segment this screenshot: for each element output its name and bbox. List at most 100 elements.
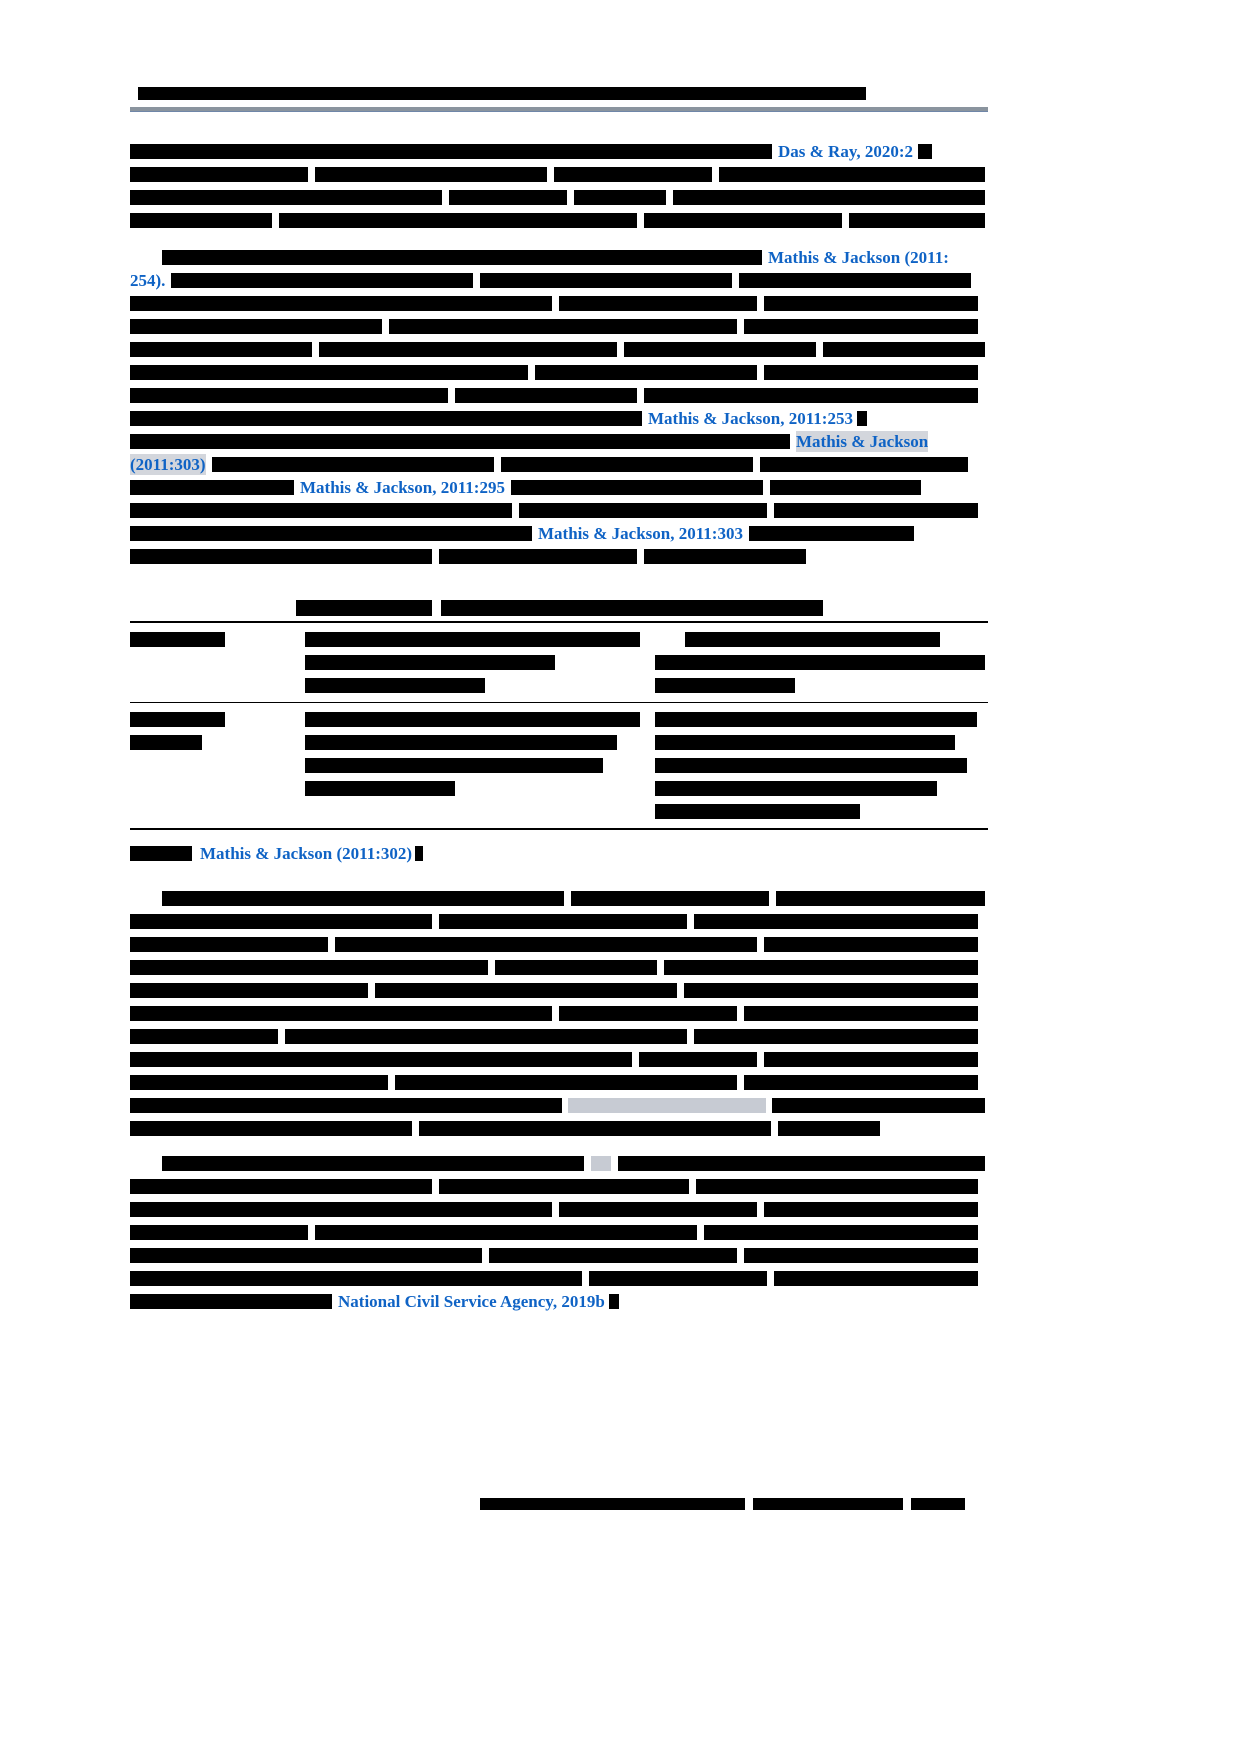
redaction-gap <box>757 303 764 304</box>
citation-link-mj_2011_303_a[interactable]: Mathis & Jackson <box>796 431 929 452</box>
redacted-text-bar <box>655 712 977 727</box>
redacted-text-bar <box>130 735 202 750</box>
redacted-line: Mathis & Jackson (2011: <box>130 246 988 269</box>
redacted-line <box>130 1267 988 1290</box>
citation-link-mj_2011_254_b[interactable]: 254). <box>130 271 166 290</box>
redacted-text-bar <box>130 1052 632 1067</box>
redacted-line <box>130 1094 988 1117</box>
paragraph-2: Mathis & Jackson (2011: 254). Mathis & Jac… <box>130 246 988 568</box>
redacted-line <box>130 933 988 956</box>
redacted-line <box>130 315 988 338</box>
redaction-gap <box>130 898 162 899</box>
redaction-gap <box>388 1082 395 1083</box>
redacted-text-bar <box>554 167 712 182</box>
redacted-text-bar <box>130 1006 552 1021</box>
redaction-gap <box>584 1163 591 1164</box>
redacted-text-bar <box>130 411 642 426</box>
redaction-gap <box>512 510 519 511</box>
redacted-text-bar <box>375 983 677 998</box>
redacted-text-bar <box>138 87 866 100</box>
redaction-gap <box>737 1255 744 1256</box>
redacted-line: Mathis & Jackson <box>130 430 988 453</box>
redacted-line <box>130 1198 988 1221</box>
citation-link-mj_2011_302[interactable]: Mathis & Jackson (2011:302) <box>200 844 413 863</box>
redacted-line <box>655 708 988 731</box>
redacted-text-bar <box>574 190 666 205</box>
redacted-text-bar <box>849 213 985 228</box>
citation-link-mj_2011_295[interactable]: Mathis & Jackson, 2011:295 <box>300 478 505 497</box>
redaction-gap <box>767 510 774 511</box>
redaction-gap <box>567 197 574 198</box>
redaction-gap <box>130 257 162 258</box>
table-source-line: Mathis & Jackson (2011:302) <box>130 842 988 865</box>
redacted-text-bar <box>130 1202 552 1217</box>
redacted-text-bar <box>519 503 767 518</box>
citation-link-mj_2011_303_b[interactable]: (2011:303) <box>130 454 206 475</box>
redacted-line <box>130 1221 988 1244</box>
redacted-text-bar <box>911 1497 965 1510</box>
redacted-line: Mathis & Jackson (2011:302) <box>130 842 988 865</box>
redacted-text-bar <box>739 273 972 288</box>
redacted-text-bar <box>696 1179 978 1194</box>
redacted-line <box>655 800 988 823</box>
redacted-line <box>655 731 988 754</box>
redacted-text-bar <box>295 599 432 616</box>
citation-link-mj_2011_254_a[interactable]: Mathis & Jackson (2011: <box>768 248 949 267</box>
redaction-gap <box>368 990 375 991</box>
redacted-line: (2011:303) <box>130 453 988 476</box>
redaction-gap <box>278 1036 285 1037</box>
redacted-text-bar <box>655 781 937 796</box>
redaction-gap <box>666 197 673 198</box>
redacted-text-bar <box>589 1271 767 1286</box>
redacted-text-bar <box>130 296 552 311</box>
redacted-text-bar <box>440 599 823 616</box>
redacted-text-bar <box>315 167 547 182</box>
redacted-line <box>655 628 988 651</box>
redaction-gap <box>637 556 644 557</box>
redacted-line: National Civil Service Agency, 2019b <box>130 1290 988 1313</box>
redacted-text-bar <box>684 983 978 998</box>
table-body-cell-3 <box>655 708 988 823</box>
redacted-text-bar <box>130 914 432 929</box>
redacted-line <box>130 361 988 384</box>
redacted-text-bar <box>644 388 978 403</box>
redacted-text-bar <box>655 735 955 750</box>
redacted-text-bar <box>130 342 312 357</box>
redaction-gap <box>308 1232 315 1233</box>
citation-link-das_ray[interactable]: Das & Ray, 2020:2 <box>778 142 914 161</box>
redacted-line: Mathis & Jackson, 2011:253 <box>130 407 988 430</box>
redacted-line <box>305 708 655 731</box>
redacted-text-bar <box>130 1121 412 1136</box>
redaction-gap <box>432 1186 439 1187</box>
redacted-text-bar <box>130 1098 562 1113</box>
redacted-text-bar <box>130 1248 482 1263</box>
redacted-text-bar <box>480 273 733 288</box>
redaction-gap <box>611 1163 618 1164</box>
redacted-line <box>130 1048 988 1071</box>
redacted-line <box>130 163 988 186</box>
redacted-text-bar <box>759 457 968 472</box>
redacted-text-bar <box>319 342 617 357</box>
redacted-text-bar <box>664 960 978 975</box>
redacted-text-bar <box>305 632 640 647</box>
redaction-gap <box>564 898 571 899</box>
redacted-text-bar <box>489 1248 737 1263</box>
redaction-gap <box>687 1036 694 1037</box>
citation-link-mj_2011_253[interactable]: Mathis & Jackson, 2011:253 <box>648 409 853 428</box>
redacted-text-bar <box>419 1121 771 1136</box>
citation-link-ncsa_2019b[interactable]: National Civil Service Agency, 2019b <box>338 1292 605 1311</box>
redacted-line <box>305 628 655 651</box>
redacted-line <box>130 384 988 407</box>
citation-link-mj_2011_303_c[interactable]: Mathis & Jackson, 2011:303 <box>538 524 743 543</box>
redacted-line <box>305 731 655 754</box>
redacted-text-bar <box>130 167 308 182</box>
highlighted-redacted-bar <box>568 1098 766 1113</box>
redaction-gap <box>442 197 449 198</box>
redacted-line <box>130 979 988 1002</box>
redaction-gap <box>130 1503 480 1504</box>
redaction-gap <box>308 174 315 175</box>
redacted-text-bar <box>608 1294 619 1309</box>
redaction-gap <box>552 303 559 304</box>
paragraph-4: National Civil Service Agency, 2019b <box>130 1152 988 1313</box>
